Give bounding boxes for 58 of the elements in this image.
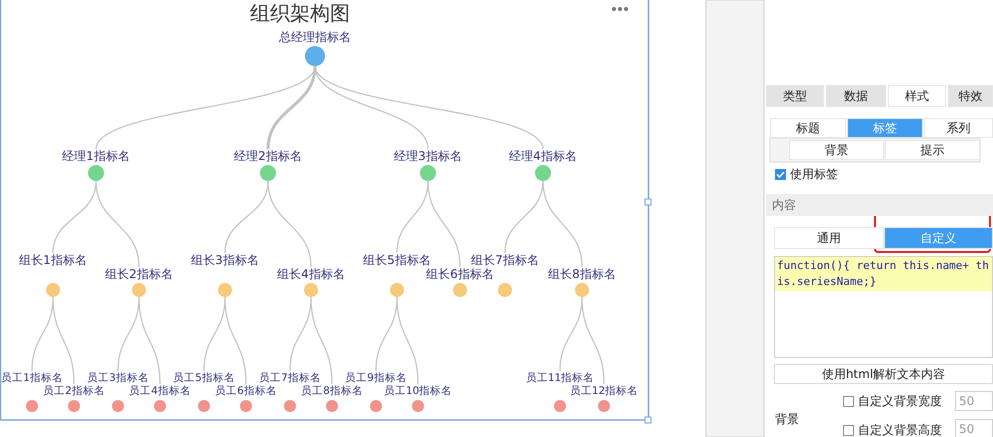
node-label: 组长5指标名 <box>362 253 432 267</box>
node-label: 经理2指标名 <box>233 149 303 163</box>
node-label: 员工4指标名 <box>128 384 192 398</box>
tree-link <box>138 296 161 384</box>
chart-title: 组织架构图 <box>249 0 351 26</box>
tab: 标题 <box>770 118 846 138</box>
field-label: 背景 <box>775 410 800 428</box>
node-label: 组长8指标名 <box>547 267 617 281</box>
node-label: 总经理指标名 <box>278 30 352 44</box>
code-text: function(){ return this.name+ this.seriesName;} <box>775 257 992 291</box>
input-field: 50 <box>955 391 993 411</box>
node-label: 员工12指标名 <box>568 384 640 398</box>
tab: 系列 <box>924 118 993 138</box>
tree-link <box>504 180 544 254</box>
tree-link <box>310 296 333 384</box>
node-label: 员工10指标名 <box>382 384 454 398</box>
tab: 提示 <box>885 140 980 160</box>
node-label: 组长1指标名 <box>18 253 88 267</box>
tree-link <box>396 296 419 384</box>
button: 使用html解析文本内容 <box>774 364 993 384</box>
node-label: 员工6指标名 <box>214 384 278 398</box>
node-label: 员工11指标名 <box>524 371 596 385</box>
node-label: 员工9指标名 <box>344 371 408 385</box>
tab: 数据 <box>826 85 886 107</box>
node-label: 员工2指标名 <box>42 384 106 398</box>
tab: 样式 <box>888 85 946 107</box>
tree-link <box>95 180 140 268</box>
checkbox-label: 自定义背景高度 <box>858 422 942 437</box>
tree-link <box>542 180 583 268</box>
node-label: 经理1指标名 <box>61 149 131 163</box>
tab: 类型 <box>766 85 824 107</box>
node-label: 组长3指标名 <box>190 253 260 267</box>
tree-link <box>266 66 316 150</box>
node-label: 组长6指标名 <box>425 267 495 281</box>
node-label: 组长7指标名 <box>470 253 540 267</box>
checkbox-label: 使用标签 <box>790 166 838 182</box>
node-label: 员工7指标名 <box>258 371 322 385</box>
node-label: 员工5指标名 <box>172 371 236 385</box>
tab: 特效 <box>948 85 993 107</box>
tab: 自定义 <box>884 227 993 249</box>
node-label: 组长4指标名 <box>276 267 346 281</box>
node-label: 组长2指标名 <box>104 267 174 281</box>
tree-link <box>581 296 605 384</box>
tab: 通用 <box>774 227 884 249</box>
node-label: 经理3指标名 <box>393 149 463 163</box>
tab: 背景 <box>789 140 884 160</box>
node-label: 员工3指标名 <box>86 371 150 385</box>
node-label: 经理4指标名 <box>508 149 578 163</box>
input-field: 50 <box>955 419 993 437</box>
tree-link <box>224 296 247 384</box>
section-header: 内容 <box>766 194 993 216</box>
tree-link <box>427 180 461 268</box>
checkbox-label: 自定义背景宽度 <box>858 392 942 410</box>
node-label: 员工1指标名 <box>0 371 64 385</box>
node-label: 员工8指标名 <box>300 384 364 398</box>
tree-link <box>267 180 312 268</box>
tab: 标签 <box>847 118 923 138</box>
tree-link <box>52 296 75 384</box>
